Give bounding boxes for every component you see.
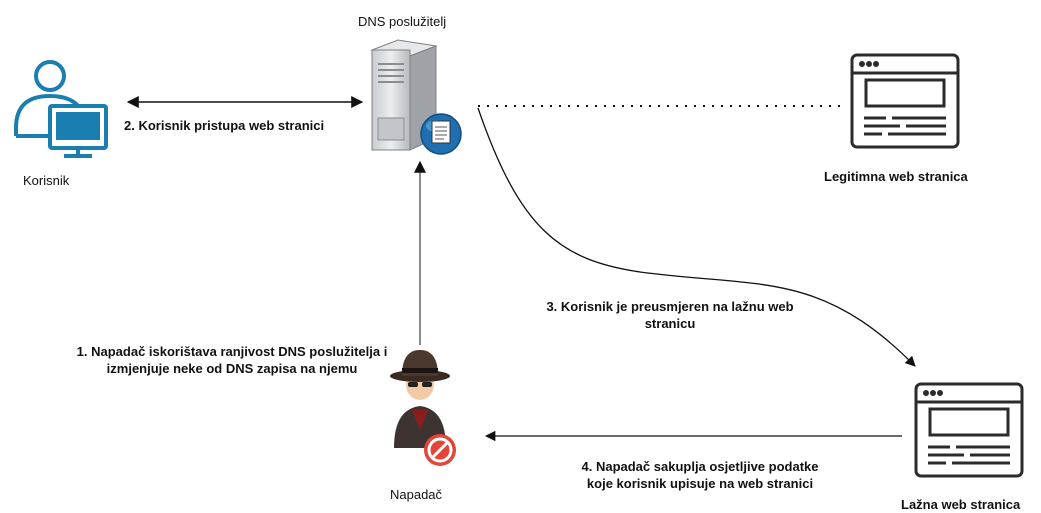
fake-site-label: Lažna web stranica <box>901 497 1021 512</box>
spy-attacker-icon <box>390 350 456 466</box>
user-computer-icon <box>14 60 108 158</box>
step3-label: 3. Korisnik je preusmjeren na lažnu web … <box>520 298 820 332</box>
step3-line1: 3. Korisnik je preusmjeren na lažnu web <box>546 299 794 314</box>
edge-server-fake-redirect <box>477 107 916 367</box>
webpage-icon <box>850 53 960 149</box>
step1-line2: izmjenjuje neke od DNS zapisa na njemu <box>106 361 358 376</box>
step4-label: 4. Napadač sakuplja osjetljive podatke k… <box>550 458 850 492</box>
attacker-label: Napadač <box>390 487 443 502</box>
legit-site-label: Legitimna web stranica <box>824 169 968 184</box>
user-label: Korisnik <box>23 173 70 188</box>
step4-line2: koje korisnik upisuje na web stranici <box>586 476 814 491</box>
step4-line1: 4. Napadač sakuplja osjetljive podatke <box>581 459 819 474</box>
webpage-icon <box>914 382 1024 478</box>
step2-label: 2. Korisnik pristupa web stranici <box>124 118 325 133</box>
server-label: DNS poslužitelj <box>358 14 447 29</box>
step1-label: 1. Napadač iskorištava ranjivost DNS pos… <box>46 343 418 377</box>
step3-line2: stranicu <box>644 316 696 331</box>
step1-line1: 1. Napadač iskorištava ranjivost DNS pos… <box>76 344 388 359</box>
dns-server-icon <box>370 39 462 155</box>
